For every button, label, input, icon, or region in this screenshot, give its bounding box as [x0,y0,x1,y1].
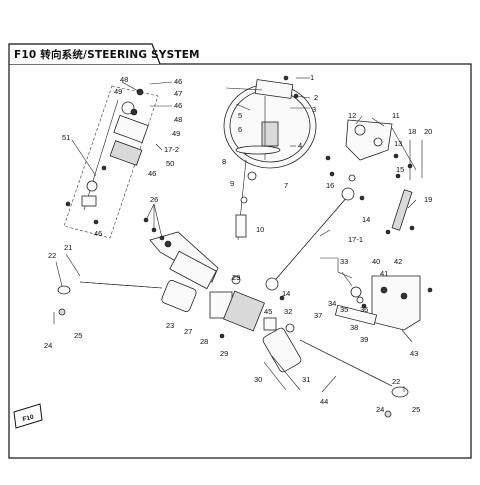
callout-22: 22 [48,251,56,260]
callout-13: 13 [394,139,402,148]
callout-15: 15 [396,165,404,174]
callout-24-b: 24 [376,405,384,414]
callout-5: 5 [238,111,242,120]
sensor-bracket [320,257,433,343]
upper-column-assembly [63,85,159,239]
callout-29: 29 [232,273,240,282]
callout-32: 32 [284,307,292,316]
callout-7: 7 [284,181,288,190]
callout-14-b: 14 [282,289,290,298]
badge-label: F10 [22,414,35,424]
callout-23: 23 [166,321,174,330]
callout-14: 14 [362,215,370,224]
callout-40: 40 [372,257,380,266]
callouts: 1 2 3 4 5 6 7 8 9 10 11 12 13 14 15 16 1… [44,73,432,414]
callout-37: 37 [314,311,322,320]
callout-6: 6 [238,125,242,134]
callout-48-a: 48 [120,75,128,84]
callout-43: 43 [410,349,418,358]
steering-wheel [223,75,317,241]
callout-25-b: 25 [412,405,420,414]
callout-45: 45 [264,307,272,316]
callout-8: 8 [222,157,226,166]
tilt-bracket [325,119,423,235]
callout-11: 11 [392,111,400,120]
callout-34: 34 [328,299,336,308]
callout-49-b: 49 [172,129,180,138]
callout-22-b: 22 [392,377,400,386]
section-badge: F10 [13,403,43,429]
callout-10: 10 [256,225,264,234]
title-tab [8,43,161,65]
callout-9: 9 [230,179,234,188]
callout-46-c: 46 [148,169,156,178]
callout-30: 30 [254,375,262,384]
callout-41: 41 [380,269,388,278]
callout-20: 20 [424,127,432,136]
callout-51: 51 [62,133,70,142]
callout-21: 21 [64,243,72,252]
callout-17-2: 17-2 [164,145,179,154]
callout-17-1: 17-1 [348,235,363,244]
lower-intermediate-shaft [265,187,355,301]
callout-24: 24 [44,341,52,350]
leader-lines [55,77,417,393]
callout-36: 36 [360,305,368,314]
callout-25: 25 [74,331,82,340]
callout-46-a: 46 [174,77,182,86]
callout-12: 12 [348,111,356,120]
callout-35: 35 [340,305,348,314]
page-title: F10 转向系统/STEERING SYSTEM [14,49,200,61]
callout-3: 3 [312,105,316,114]
callout-33: 33 [340,257,348,266]
callout-29-b: 29 [220,349,228,358]
callout-38: 38 [350,323,358,332]
callout-48-b: 48 [174,115,182,124]
callout-46-d: 46 [94,229,102,238]
callout-4: 4 [298,141,302,150]
callout-50: 50 [166,159,174,168]
callout-18: 18 [408,127,416,136]
callout-1: 1 [310,73,314,82]
callout-26: 26 [150,195,158,204]
callout-16: 16 [326,181,334,190]
diagram-frame [8,63,472,459]
callout-46-b: 46 [174,101,182,110]
callout-2: 2 [314,93,318,102]
callout-31: 31 [302,375,310,384]
callout-44: 44 [320,397,328,406]
callout-19: 19 [424,195,432,204]
callout-42: 42 [394,257,402,266]
callout-49-a: 49 [114,87,122,96]
callout-27: 27 [184,327,192,336]
callout-39: 39 [360,335,368,344]
callout-47: 47 [174,89,182,98]
callout-28: 28 [200,337,208,346]
steering-rack [53,217,409,418]
